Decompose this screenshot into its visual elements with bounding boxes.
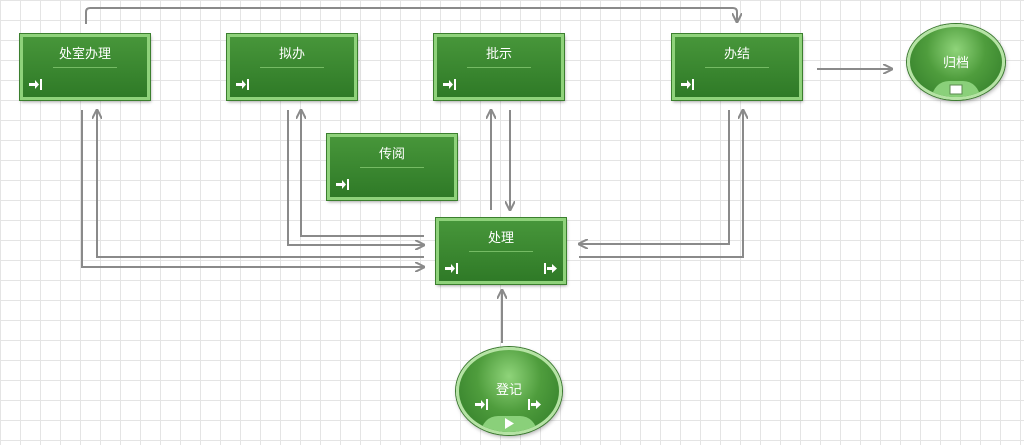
play-triangle-icon[interactable] bbox=[503, 417, 515, 430]
node-process-label: 处理 bbox=[487, 231, 514, 246]
node-instruct[interactable]: 批示 bbox=[434, 34, 564, 100]
node-draft-label: 拟办 bbox=[278, 47, 305, 62]
enter-arrow-icon[interactable] bbox=[336, 179, 349, 190]
node-divider bbox=[53, 67, 117, 68]
node-register-label: 登记 bbox=[495, 383, 522, 398]
exit-arrow-icon[interactable] bbox=[544, 263, 557, 274]
enter-arrow-icon[interactable] bbox=[475, 399, 488, 410]
node-complete[interactable]: 办结 bbox=[672, 34, 802, 100]
node-divider bbox=[360, 167, 424, 168]
edge-process-to-complete[interactable] bbox=[579, 110, 743, 258]
node-dept-handle[interactable]: 处室办理 bbox=[20, 34, 150, 100]
enter-arrow-icon[interactable] bbox=[445, 263, 458, 274]
node-archive[interactable]: 归档 bbox=[907, 24, 1005, 100]
node-circulate-label: 传阅 bbox=[378, 147, 405, 162]
enter-arrow-icon[interactable] bbox=[443, 79, 456, 90]
node-archive-label: 归档 bbox=[942, 56, 969, 71]
enter-arrow-icon[interactable] bbox=[681, 79, 694, 90]
stop-square-icon[interactable] bbox=[949, 84, 963, 95]
enter-arrow-icon[interactable] bbox=[236, 79, 249, 90]
edge-dept-handle-to-complete[interactable] bbox=[85, 7, 737, 24]
node-divider bbox=[260, 67, 324, 68]
node-divider bbox=[705, 67, 769, 68]
node-draft[interactable]: 拟办 bbox=[227, 34, 357, 100]
node-register[interactable]: 登记 bbox=[456, 347, 562, 435]
node-divider bbox=[467, 67, 531, 68]
node-dept-handle-label: 处室办理 bbox=[58, 47, 111, 62]
node-complete-label: 办结 bbox=[723, 47, 750, 62]
node-divider bbox=[469, 251, 533, 252]
enter-arrow-icon[interactable] bbox=[29, 79, 42, 90]
node-instruct-label: 批示 bbox=[485, 47, 512, 62]
edge-complete-to-process[interactable] bbox=[579, 110, 730, 244]
exit-arrow-icon[interactable] bbox=[528, 399, 541, 410]
node-circulate[interactable]: 传阅 bbox=[327, 134, 457, 200]
node-process[interactable]: 处理 bbox=[436, 218, 566, 284]
